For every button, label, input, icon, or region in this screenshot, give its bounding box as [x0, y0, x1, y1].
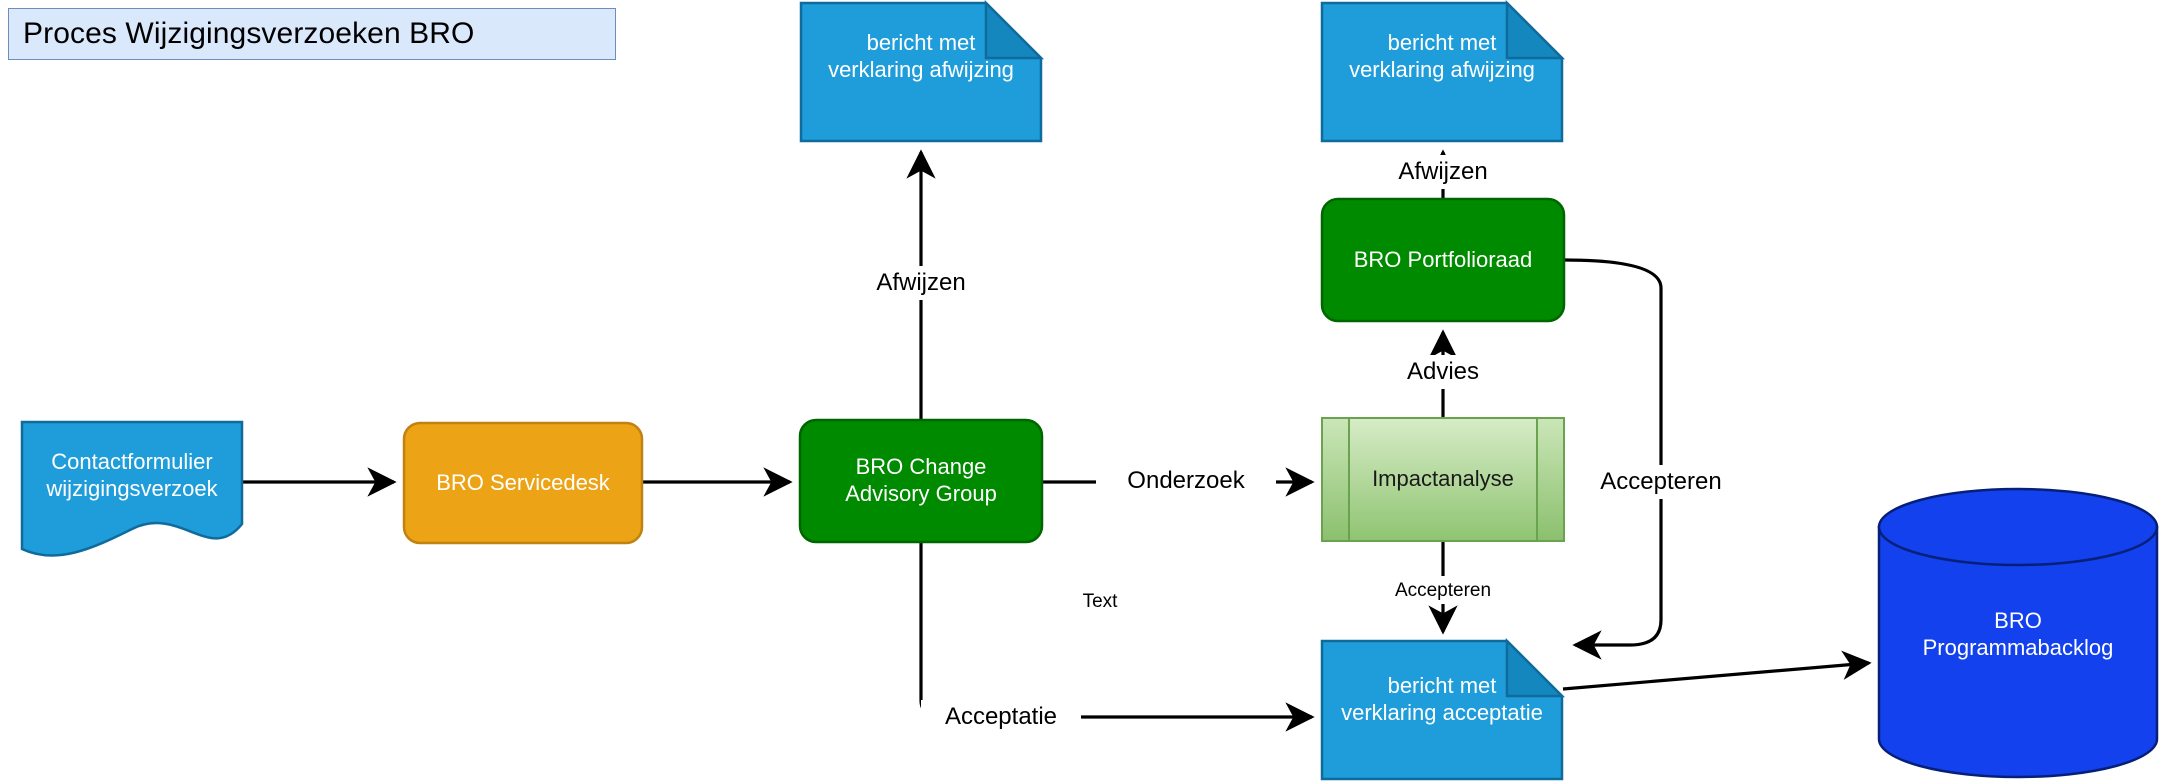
edge-label-acceptatie: Acceptatie [921, 700, 1081, 734]
edge-acceptatie-note-to-programmabacklog [1562, 650, 1872, 691]
impactanalyse-shape[interactable] [1321, 417, 1565, 542]
bro-portfolioraad-shape[interactable] [1320, 197, 1566, 323]
edge-cag-to-acceptatie-note-acceptatie [919, 543, 1315, 732]
bericht-verklaring-afwijzing-left-shape[interactable] [799, 0, 1045, 143]
contactformulier-shape[interactable] [20, 420, 244, 557]
edge-label-advies: Advies [1368, 355, 1518, 389]
bro-change-advisory-group-shape[interactable] [798, 418, 1044, 544]
bro-servicedesk-shape[interactable] [402, 421, 644, 545]
bro-programmabacklog-shape[interactable] [1877, 487, 2159, 779]
edge-portfolioraad-to-acceptatie-note-accepteren [1564, 258, 1663, 660]
bericht-verklaring-acceptatie-shape[interactable] [1320, 637, 1566, 781]
edge-label-onderzoek: Onderzoek [1096, 464, 1276, 498]
edge-label-accepteren-mid: Accepteren [1368, 576, 1518, 604]
bericht-verklaring-afwijzing-right-shape[interactable] [1320, 0, 1566, 143]
page-title: Proces Wijzigingsverzoeken BRO [8, 8, 616, 60]
edge-label-accepteren-right: Accepteren [1566, 465, 1756, 499]
edge-label-afwijzen-left: Afwijzen [841, 266, 1001, 300]
edge-label-afwijzen-right: Afwijzen [1363, 155, 1523, 189]
edge-label-text: Text [1060, 588, 1140, 614]
